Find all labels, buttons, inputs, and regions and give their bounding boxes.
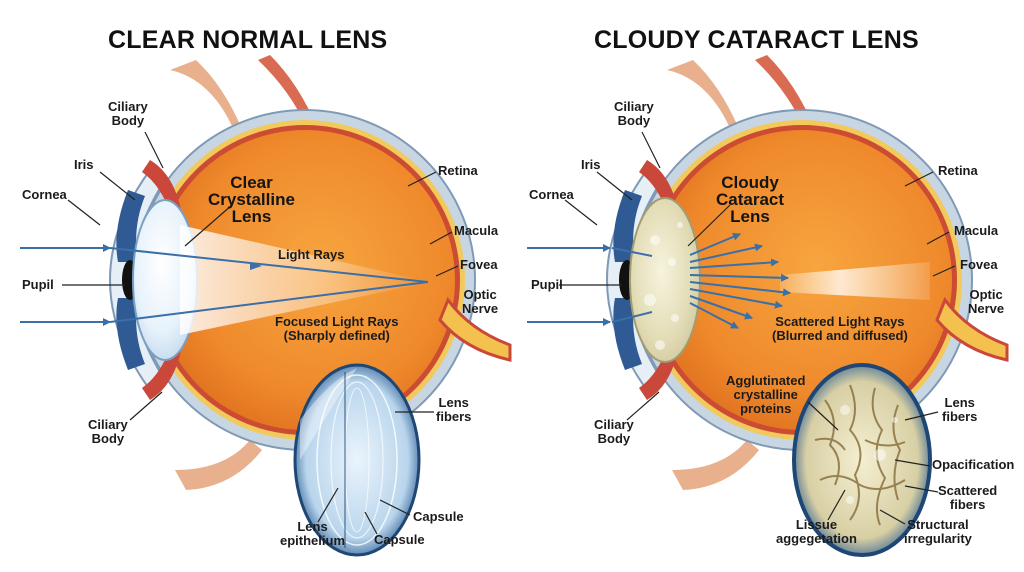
label-ciliary-body-bottom-r: Ciliary Body <box>594 417 634 446</box>
lower-eyelid-muscle <box>175 440 262 490</box>
right-eye <box>527 55 1009 557</box>
label-iris-r: Iris <box>581 157 601 172</box>
optic-nerve-r <box>935 296 1009 362</box>
label-macula: Macula <box>454 223 499 238</box>
label-ciliary-body-top: Ciliary Body <box>108 99 148 128</box>
optic-nerve <box>438 296 512 362</box>
left-leader-lines <box>62 131 459 535</box>
right-panel-title: CLOUDY CATARACT LENS <box>594 26 919 54</box>
light-beam <box>180 225 430 335</box>
lower-eyelid-muscle-r <box>672 440 759 490</box>
label-cloudy-lens: Cloudy Cataract Lens <box>716 173 785 226</box>
label-optic-nerve: Optic Nerve <box>462 287 499 316</box>
iris-top-r <box>613 190 642 262</box>
label-opacification: Opacification <box>932 457 1015 472</box>
label-cornea-r: Cornea <box>529 187 574 202</box>
label-agglutinated-proteins: Agglutinated crystalline proteins <box>726 373 806 416</box>
label-capsule-right: Capsule <box>413 509 464 524</box>
label-cornea: Cornea <box>22 187 67 202</box>
label-capsule-bottom: Capsule <box>374 532 425 547</box>
label-macula-r: Macula <box>954 223 999 238</box>
label-light-rays: Light Rays <box>278 247 345 262</box>
label-retina: Retina <box>438 163 478 178</box>
left-panel-title: CLEAR NORMAL LENS <box>108 26 388 54</box>
label-clear-lens: Clear Crystalline Lens <box>208 173 295 226</box>
ray-arrowhead <box>250 262 262 270</box>
label-tissue-aggregation: Lissue aggegetation <box>776 517 857 546</box>
refracted-ray-bottom <box>109 281 429 323</box>
refracted-ray-top <box>109 247 429 283</box>
iris-bottom-r <box>613 298 642 370</box>
label-retina-r: Retina <box>938 163 978 178</box>
label-lens-epithelium: Lens epithelium <box>280 519 346 548</box>
cloudy-lens <box>629 197 701 363</box>
label-lens-fibers: Lens fibers <box>436 395 472 424</box>
iris-top <box>116 190 145 262</box>
label-scattered-rays: Scattered Light Rays (Blurred and diffus… <box>772 314 908 343</box>
label-iris: Iris <box>74 157 94 172</box>
label-fovea: Fovea <box>460 257 498 272</box>
scattered-rays <box>689 233 791 329</box>
label-fovea-r: Fovea <box>960 257 998 272</box>
label-focused-rays: Focused Light Rays (Sharply defined) <box>275 314 399 343</box>
label-lens-fibers-r: Lens fibers <box>942 395 978 424</box>
label-optic-nerve-r: Optic Nerve <box>968 287 1005 316</box>
label-pupil-r: Pupil <box>531 277 563 292</box>
left-eye <box>20 55 512 557</box>
label-structural-irregularity: Structural irregularity <box>904 517 972 546</box>
right-leader-lines <box>559 131 956 525</box>
label-ciliary-body-top-r: Ciliary Body <box>614 99 654 128</box>
label-ciliary-body-bottom: Ciliary Body <box>88 417 128 446</box>
iris-bottom <box>116 298 145 370</box>
label-pupil: Pupil <box>22 277 54 292</box>
cataract-inset <box>792 363 932 557</box>
scatter-haze <box>780 262 930 300</box>
label-scattered-fibers: Scattered fibers <box>938 483 998 512</box>
